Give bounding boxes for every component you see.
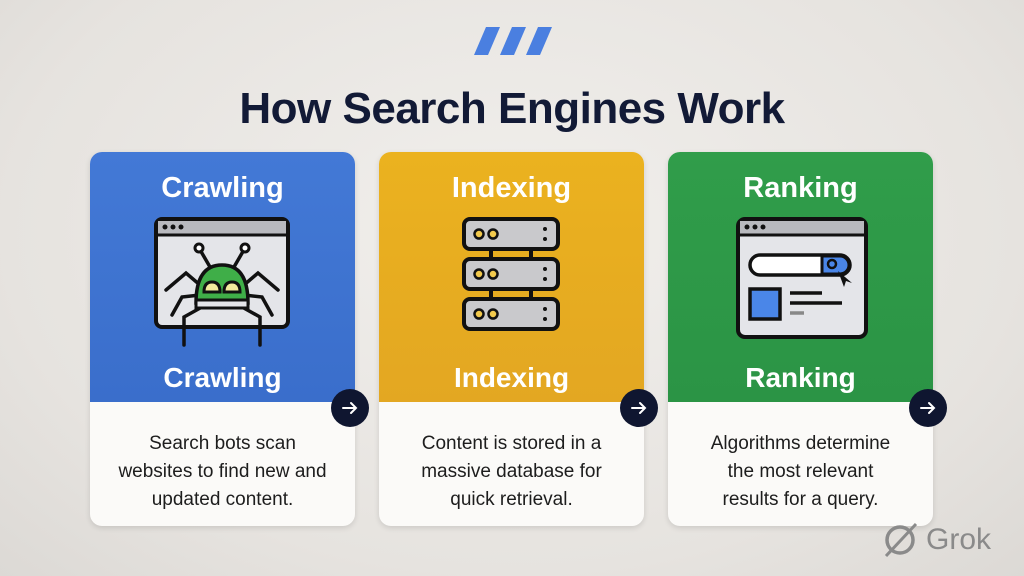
page-title: How Search Engines Work	[239, 84, 785, 133]
card-description: Content is stored in a massive database …	[389, 430, 634, 514]
card-description: Algorithms determine the most relevant r…	[678, 430, 923, 514]
card-heading: Indexing	[451, 172, 572, 204]
description-line: Algorithms determine	[710, 433, 891, 454]
description-line: updated content.	[151, 489, 294, 510]
card-header: Indexing Indexing	[379, 152, 644, 402]
description-line: Content is stored in a	[421, 433, 602, 454]
arrow-right-icon	[342, 402, 358, 414]
card-label: Indexing	[453, 362, 570, 393]
card-label: Ranking	[745, 362, 856, 393]
arrow-right-icon	[631, 402, 647, 414]
card-crawling: Crawling Crawling Search bots scan websi…	[90, 152, 369, 526]
grok-watermark: Grok	[880, 520, 991, 560]
card-header: Ranking Ranking	[668, 152, 933, 402]
description-line: massive database for	[421, 461, 602, 482]
next-arrow-button[interactable]	[909, 389, 947, 427]
card-ranking: Ranking Ranking Algorithms determine the…	[668, 152, 947, 526]
grok-logo-icon	[884, 522, 918, 558]
server-stack-icon	[462, 217, 560, 331]
next-arrow-button[interactable]	[331, 389, 369, 427]
search-results-browser-icon	[736, 217, 868, 339]
card-heading: Crawling	[161, 172, 284, 204]
card-description: Search bots scan websites to find new an…	[100, 430, 345, 514]
slashes-logo-icon	[474, 27, 552, 55]
watermark-text: Grok	[926, 523, 992, 556]
card-indexing: Indexing Indexing Content is stored in a…	[379, 152, 658, 526]
description-line: the most relevant	[727, 461, 874, 482]
description-line: results for a query.	[722, 489, 879, 510]
description-line: quick retrieval.	[450, 489, 573, 510]
description-line: Search bots scan	[149, 433, 296, 454]
card-label: Crawling	[163, 362, 282, 393]
description-line: websites to find new and	[118, 461, 327, 482]
card-header: Crawling Crawling	[90, 152, 355, 402]
card-heading: Ranking	[743, 172, 858, 204]
spider-bot-browser-icon	[154, 217, 290, 347]
next-arrow-button[interactable]	[620, 389, 658, 427]
arrow-right-icon	[920, 402, 936, 414]
